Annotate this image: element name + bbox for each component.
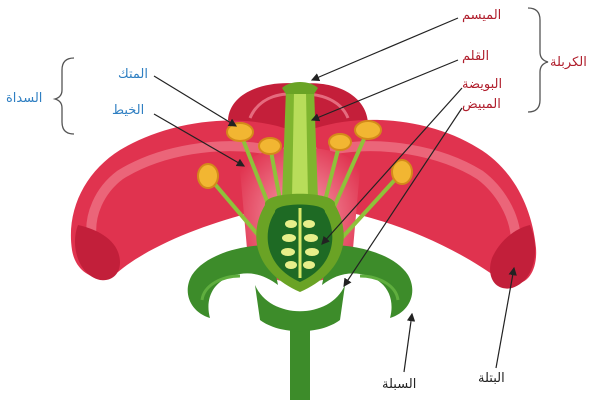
petal-label: البتلة: [478, 372, 505, 385]
anther-3: [198, 164, 218, 188]
pistil-brace: [528, 8, 548, 112]
anther-2: [259, 138, 281, 154]
anther-label: المتك: [118, 68, 148, 81]
anther-5: [329, 134, 351, 150]
stigma-pointer: [312, 18, 458, 80]
anther-6: [392, 160, 412, 184]
filament-label: الخيط: [112, 104, 144, 117]
anther-1: [227, 123, 253, 141]
ovule-label: البويضة: [462, 78, 502, 91]
stamen-brace: [55, 58, 74, 134]
style-label: القلم: [462, 50, 489, 63]
stigma-label: الميسم: [462, 9, 501, 22]
ovary-label: المبيض: [462, 98, 501, 111]
sepal-label: السبلة: [382, 378, 416, 391]
anther-pointer: [154, 76, 236, 126]
anther-4: [355, 121, 381, 139]
stamen-label: السداة: [6, 92, 42, 105]
stem: [290, 325, 310, 400]
sepal-pointer: [404, 314, 412, 372]
pistil-label: الكربلة: [550, 56, 587, 69]
